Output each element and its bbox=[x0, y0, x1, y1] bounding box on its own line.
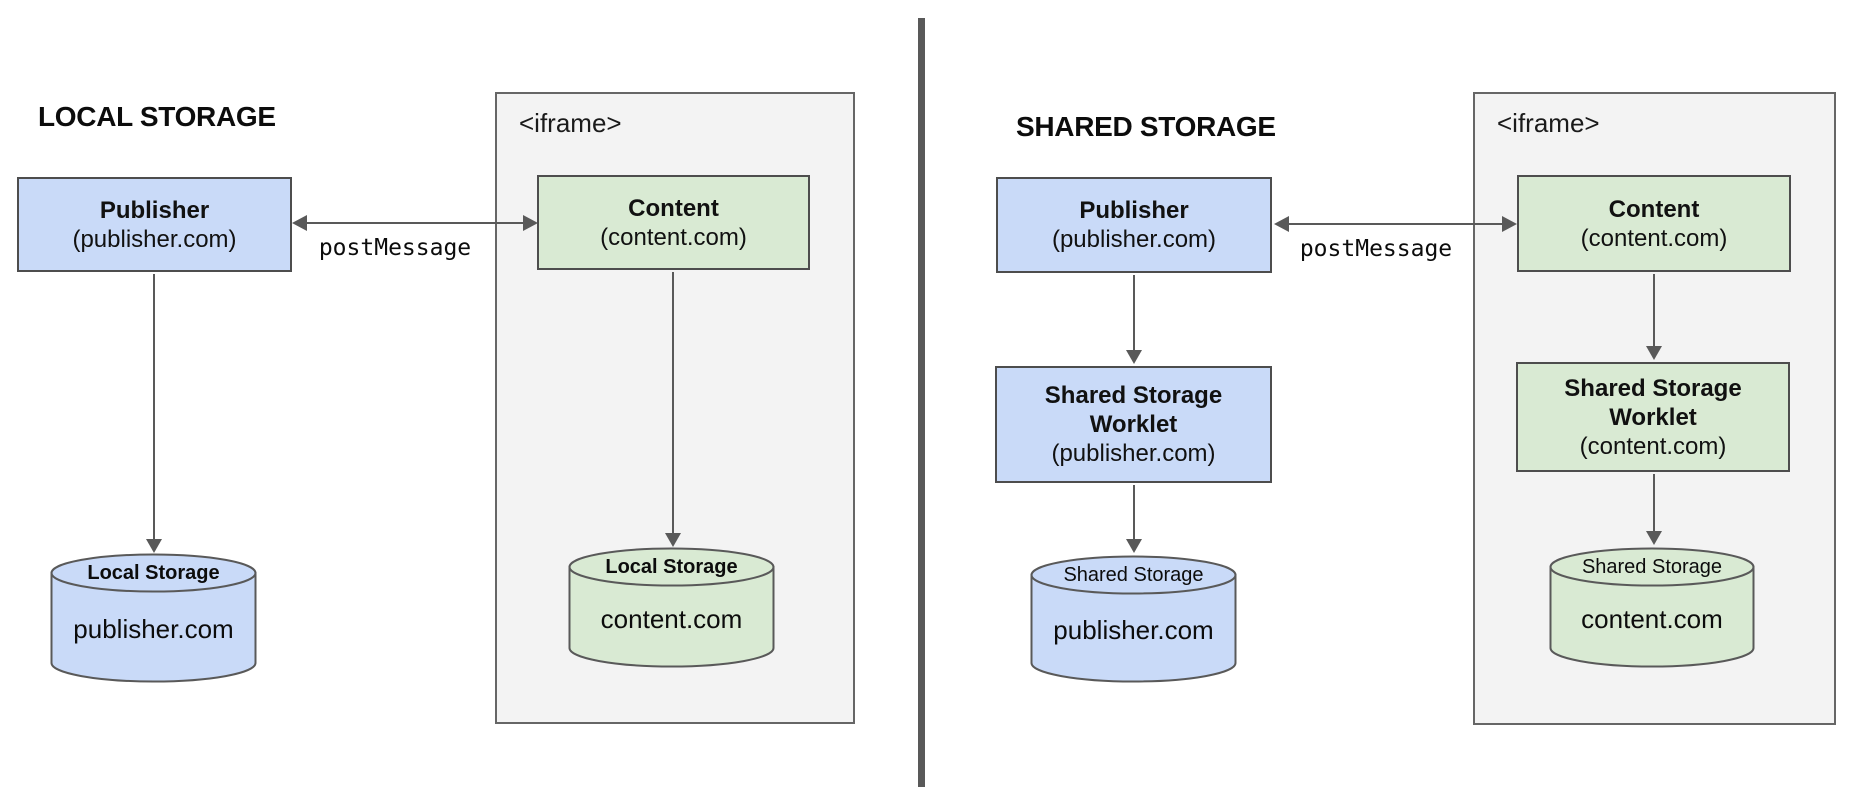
left-publisher-subtitle: (publisher.com) bbox=[72, 225, 237, 253]
right-postmessage-arrow-line bbox=[1286, 223, 1505, 225]
cylinder-body-shape bbox=[568, 566, 775, 668]
left-postmessage-arrow bbox=[292, 211, 538, 235]
right-content-box: Content (content.com) bbox=[1517, 175, 1791, 272]
left-arrowhead-left-icon bbox=[292, 215, 307, 231]
left-publisher-arrow-line bbox=[153, 274, 155, 541]
left-content-arrowhead-down-icon bbox=[665, 533, 681, 547]
right-content-title: Content bbox=[1608, 195, 1700, 223]
left-content-to-storage-arrow bbox=[665, 272, 681, 547]
right-content-storage-label: Shared Storage bbox=[1581, 556, 1723, 578]
right-content-arrow-line bbox=[1653, 274, 1655, 348]
right-publisher-worklet-line1: Shared Storage bbox=[1044, 382, 1223, 409]
right-publisher-arrow-line bbox=[1133, 275, 1135, 352]
left-publisher-storage-label: Local Storage bbox=[87, 562, 220, 584]
cylinder-svg bbox=[50, 553, 257, 683]
right-content-worklet-line2: Worklet bbox=[1609, 403, 1697, 431]
right-publisher-worklet-line2: Worklet bbox=[1089, 411, 1178, 438]
left-publisher-storage-cylinder: Local Storage publisher.com bbox=[50, 553, 257, 683]
right-postmessage-label: postMessage bbox=[1299, 236, 1453, 262]
shared-storage-title: SHARED STORAGE bbox=[1016, 111, 1276, 142]
left-publisher-to-storage-arrow bbox=[146, 274, 162, 553]
right-publisher-subtitle: (publisher.com) bbox=[1051, 226, 1217, 253]
cylinder-svg bbox=[1549, 547, 1755, 668]
right-content-worklet-box: Shared Storage Worklet (content.com) bbox=[1516, 362, 1790, 472]
right-worklet-arrowhead-down-icon bbox=[1126, 539, 1142, 553]
right-worklet-arrow-line bbox=[1133, 485, 1135, 541]
right-publisher-worklet-subtitle: (publisher.com) bbox=[1051, 440, 1216, 467]
cylinder-body-shape bbox=[1030, 574, 1237, 683]
right-content-worklet-to-storage-arrow bbox=[1646, 474, 1662, 545]
right-publisher-to-worklet-arrow bbox=[1126, 275, 1142, 364]
right-content-subtitle: (content.com) bbox=[1580, 224, 1728, 252]
right-arrowhead-right-icon bbox=[1502, 216, 1517, 232]
left-content-storage-label: Local Storage bbox=[605, 556, 738, 578]
cylinder-svg bbox=[568, 547, 775, 668]
left-iframe-label: <iframe> bbox=[519, 108, 622, 138]
left-content-arrow-line bbox=[672, 272, 674, 535]
right-content-storage-domain: content.com bbox=[1581, 603, 1723, 634]
right-publisher-title: Publisher bbox=[1079, 197, 1189, 224]
left-arrowhead-right-icon bbox=[523, 215, 538, 231]
right-content-arrowhead-down-icon bbox=[1646, 346, 1662, 360]
right-publisher-box: Publisher (publisher.com) bbox=[996, 177, 1272, 273]
right-content-worklet-arrow-line bbox=[1653, 474, 1655, 533]
right-arrowhead-left-icon bbox=[1274, 216, 1289, 232]
panel-divider bbox=[918, 18, 925, 787]
left-postmessage-label: postMessage bbox=[318, 235, 472, 261]
cylinder-top-shape bbox=[568, 547, 775, 587]
left-postmessage-arrow-line bbox=[304, 222, 526, 224]
cylinder-svg bbox=[1030, 555, 1237, 683]
right-content-storage-cylinder: Shared Storage content.com bbox=[1549, 547, 1755, 668]
right-postmessage-arrow bbox=[1274, 212, 1517, 236]
cylinder-top-shape bbox=[1030, 555, 1237, 595]
left-content-subtitle: (content.com) bbox=[600, 223, 747, 251]
right-iframe-label: <iframe> bbox=[1497, 108, 1600, 138]
right-publisher-arrowhead-down-icon bbox=[1126, 350, 1142, 364]
left-content-box: Content (content.com) bbox=[537, 175, 810, 270]
local-storage-title: LOCAL STORAGE bbox=[38, 101, 276, 132]
right-content-worklet-subtitle: (content.com) bbox=[1579, 432, 1727, 460]
left-publisher-box: Publisher (publisher.com) bbox=[17, 177, 292, 272]
right-content-to-worklet-arrow bbox=[1646, 274, 1662, 360]
cylinder-body-shape bbox=[1549, 566, 1755, 668]
left-publisher-title: Publisher bbox=[99, 196, 210, 224]
cylinder-top-shape bbox=[50, 553, 257, 593]
right-publisher-storage-cylinder: Shared Storage publisher.com bbox=[1030, 555, 1237, 683]
left-publisher-arrowhead-down-icon bbox=[146, 539, 162, 553]
left-content-storage-domain: content.com bbox=[600, 603, 743, 634]
right-publisher-worklet-box: Shared Storage Worklet (publisher.com) bbox=[995, 366, 1272, 483]
right-worklet-to-storage-arrow bbox=[1126, 485, 1142, 553]
cylinder-top-shape bbox=[1549, 547, 1755, 587]
left-publisher-storage-domain: publisher.com bbox=[73, 614, 234, 645]
right-publisher-storage-label: Shared Storage bbox=[1063, 564, 1204, 586]
right-publisher-storage-domain: publisher.com bbox=[1053, 615, 1214, 646]
right-content-worklet-line1: Shared Storage bbox=[1564, 374, 1742, 402]
left-content-storage-cylinder: Local Storage content.com bbox=[568, 547, 775, 668]
left-content-title: Content bbox=[628, 194, 719, 222]
cylinder-body-shape bbox=[50, 572, 257, 683]
right-content-worklet-arrowhead-down-icon bbox=[1646, 531, 1662, 545]
